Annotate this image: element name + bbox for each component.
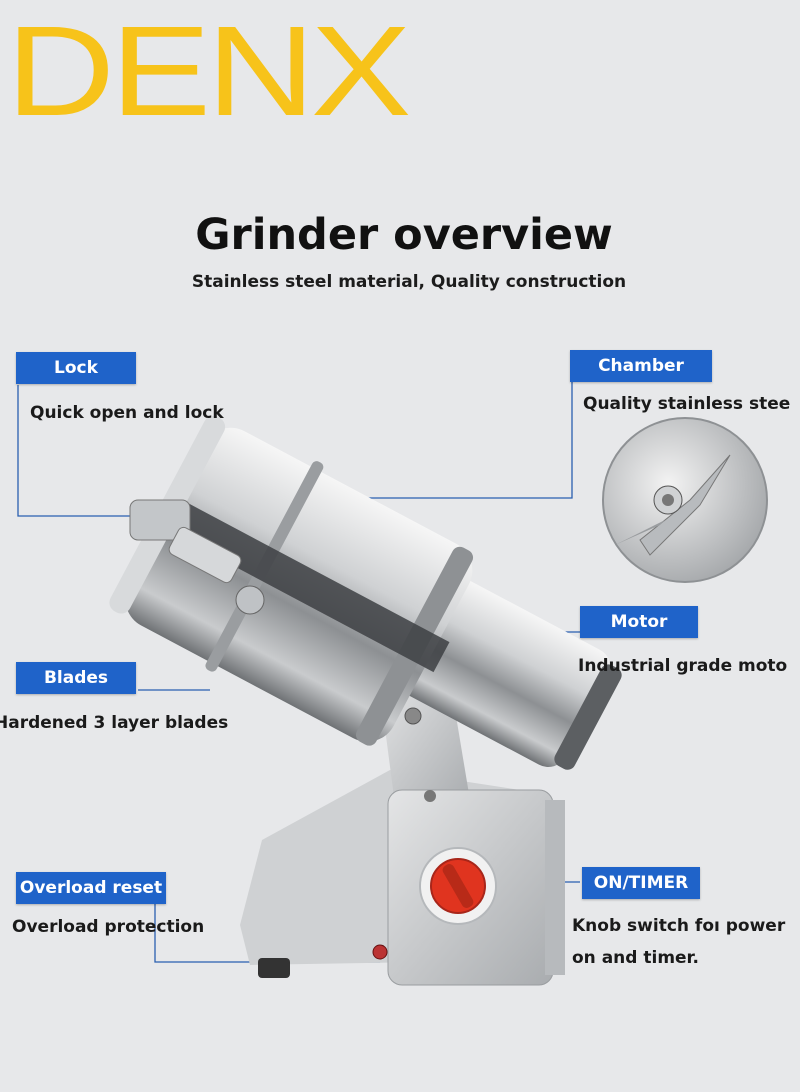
lock-clamp — [129, 499, 265, 615]
timer-desc-line2: on and timer. — [572, 948, 699, 968]
timer-knob — [419, 847, 497, 925]
timer-tag: ON/TIMER — [582, 867, 700, 899]
lock-desc: Quick open and lock — [30, 403, 224, 423]
chamber-body — [109, 415, 474, 746]
page-subtitle: Stainless steel material, Quality constr… — [191, 272, 627, 292]
lock-tag: Lock — [16, 352, 136, 384]
page-title: Grinder overview — [195, 210, 613, 260]
motor-desc: Industrial grade moto — [578, 656, 788, 676]
overload-desc: Overload protection — [12, 917, 205, 937]
timer-desc-line1: Knob switch foı power — [572, 916, 786, 936]
blades-desc: Hardened 3 layer blades — [0, 713, 229, 733]
chamber-interior-view — [602, 417, 768, 583]
chamber-tag: Chamber — [570, 350, 712, 382]
brand-logo: DENX — [6, 0, 411, 143]
overload-tag: Overload reset — [16, 872, 166, 904]
chamber-desc: Quality stainless stee — [583, 394, 791, 414]
blades-tag: Blades — [16, 662, 136, 694]
motor-tag: Motor — [580, 606, 698, 638]
